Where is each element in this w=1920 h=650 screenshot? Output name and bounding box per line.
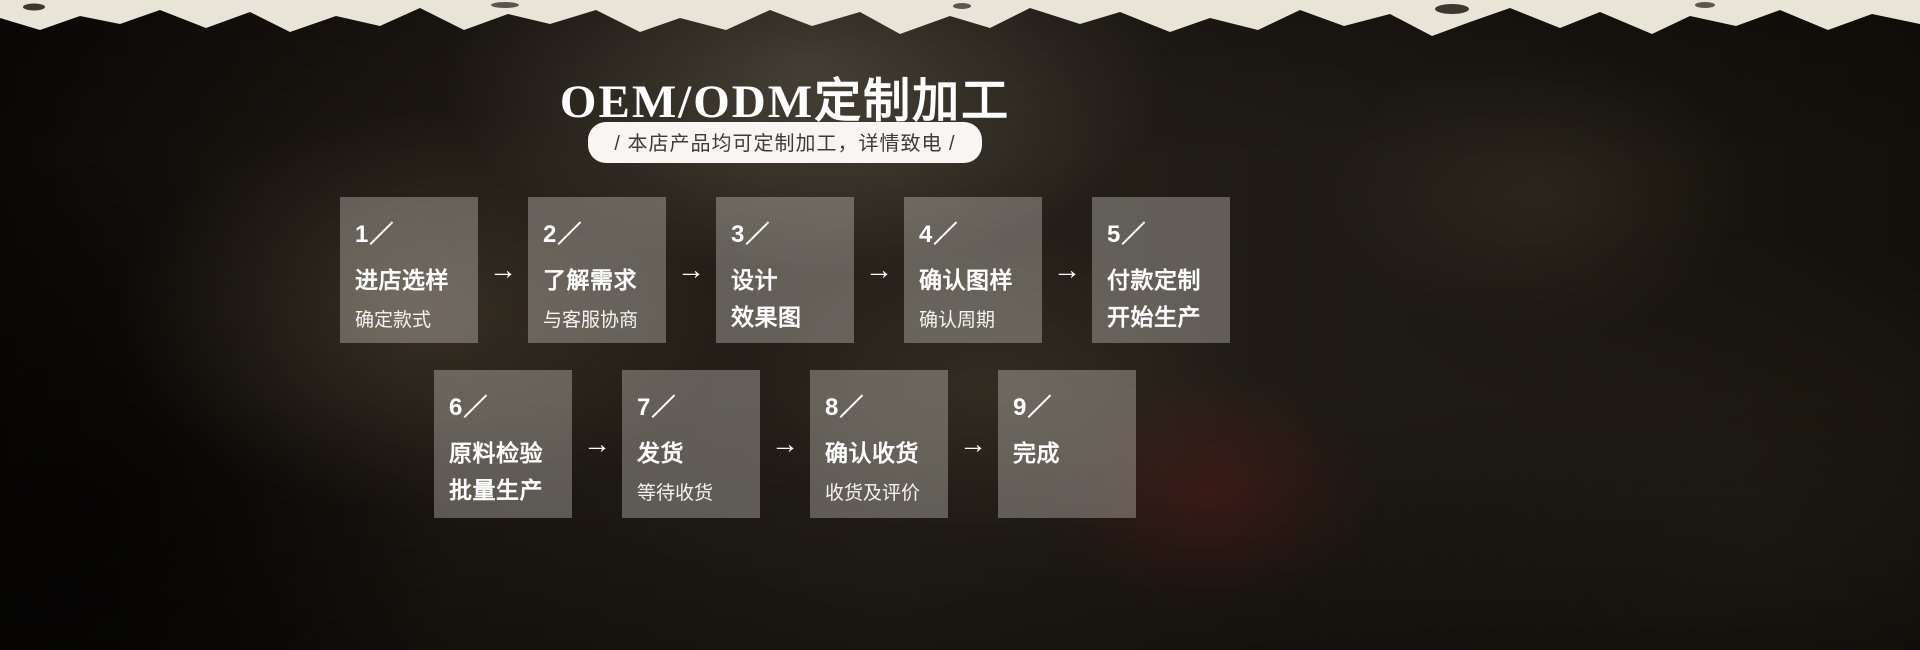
step-number: 3／ bbox=[731, 221, 771, 248]
step-title: 批量生产 bbox=[449, 476, 543, 503]
ink-speck bbox=[1435, 4, 1469, 14]
step-number: 2／ bbox=[543, 221, 583, 248]
flow-row-2: 6／ 原料检验 批量生产 → 7／ 发货 等待收货 → 8／ 确认收货 收货及评… bbox=[0, 370, 1570, 518]
step-title: 确认收货 bbox=[825, 440, 919, 466]
step-title: 付款定制 bbox=[1107, 267, 1201, 293]
ink-speck bbox=[1695, 2, 1715, 8]
arrow-right-icon: → bbox=[489, 254, 517, 285]
page-title: OEM/ODM定制加工 bbox=[559, 76, 1011, 128]
step-title: 设计 bbox=[731, 267, 778, 293]
step-title: 效果图 bbox=[731, 303, 802, 330]
ink-speck bbox=[491, 2, 519, 8]
content-column: OEM/ODM定制加工 / 本店产品均可定制加工，详情致电 / 1／ 进店选样 … bbox=[0, 76, 1570, 518]
ink-speck bbox=[953, 3, 971, 9]
step-7: 7／ 发货 等待收货 bbox=[622, 370, 760, 518]
arrow-right-icon: → bbox=[1053, 254, 1081, 285]
step-6: 6／ 原料检验 批量生产 bbox=[434, 370, 572, 518]
step-number: 4／ bbox=[919, 221, 959, 248]
step-number: 5／ bbox=[1107, 221, 1147, 248]
arrow-right-icon: → bbox=[959, 428, 987, 459]
step-subtitle: 确认周期 bbox=[919, 309, 996, 331]
step-1: 1／ 进店选样 确定款式 bbox=[340, 197, 478, 343]
subtitle-text: / 本店产品均可定制加工，详情致电 / bbox=[588, 122, 982, 163]
step-subtitle: 等待收货 bbox=[637, 482, 714, 504]
torn-paper-edge bbox=[0, 0, 1920, 36]
arrow-right-icon: → bbox=[865, 254, 893, 285]
step-number: 1／ bbox=[355, 221, 395, 248]
step-title: 发货 bbox=[637, 440, 684, 466]
arrow-right-icon: → bbox=[583, 428, 611, 459]
step-title: 完成 bbox=[1013, 440, 1060, 466]
step-title: 开始生产 bbox=[1107, 303, 1201, 330]
step-8: 8／ 确认收货 收货及评价 bbox=[810, 370, 948, 518]
step-9: 9／ 完成 bbox=[998, 370, 1136, 518]
step-5: 5／ 付款定制 开始生产 bbox=[1092, 197, 1230, 343]
step-number: 9／ bbox=[1013, 394, 1053, 421]
ink-speck bbox=[23, 3, 45, 11]
step-4: 4／ 确认图样 确认周期 bbox=[904, 197, 1042, 343]
step-2: 2／ 了解需求 与客服协商 bbox=[528, 197, 666, 343]
step-number: 7／ bbox=[637, 394, 677, 421]
step-title: 进店选样 bbox=[355, 267, 449, 293]
flow-row-1: 1／ 进店选样 确定款式 → 2／ 了解需求 与客服协商 → 3／ 设计 效果图… bbox=[0, 197, 1570, 343]
step-number: 8／ bbox=[825, 394, 865, 421]
step-subtitle: 确定款式 bbox=[355, 309, 432, 331]
arrow-right-icon: → bbox=[771, 428, 799, 459]
step-title: 原料检验 bbox=[449, 440, 543, 466]
step-title: 确认图样 bbox=[919, 267, 1013, 293]
step-number: 6／ bbox=[449, 394, 489, 421]
subtitle-pill: / 本店产品均可定制加工，详情致电 / bbox=[0, 122, 1570, 163]
step-subtitle: 与客服协商 bbox=[543, 309, 639, 331]
step-3: 3／ 设计 效果图 bbox=[716, 197, 854, 343]
step-subtitle: 收货及评价 bbox=[825, 482, 921, 504]
step-title: 了解需求 bbox=[543, 267, 637, 293]
arrow-right-icon: → bbox=[677, 254, 705, 285]
